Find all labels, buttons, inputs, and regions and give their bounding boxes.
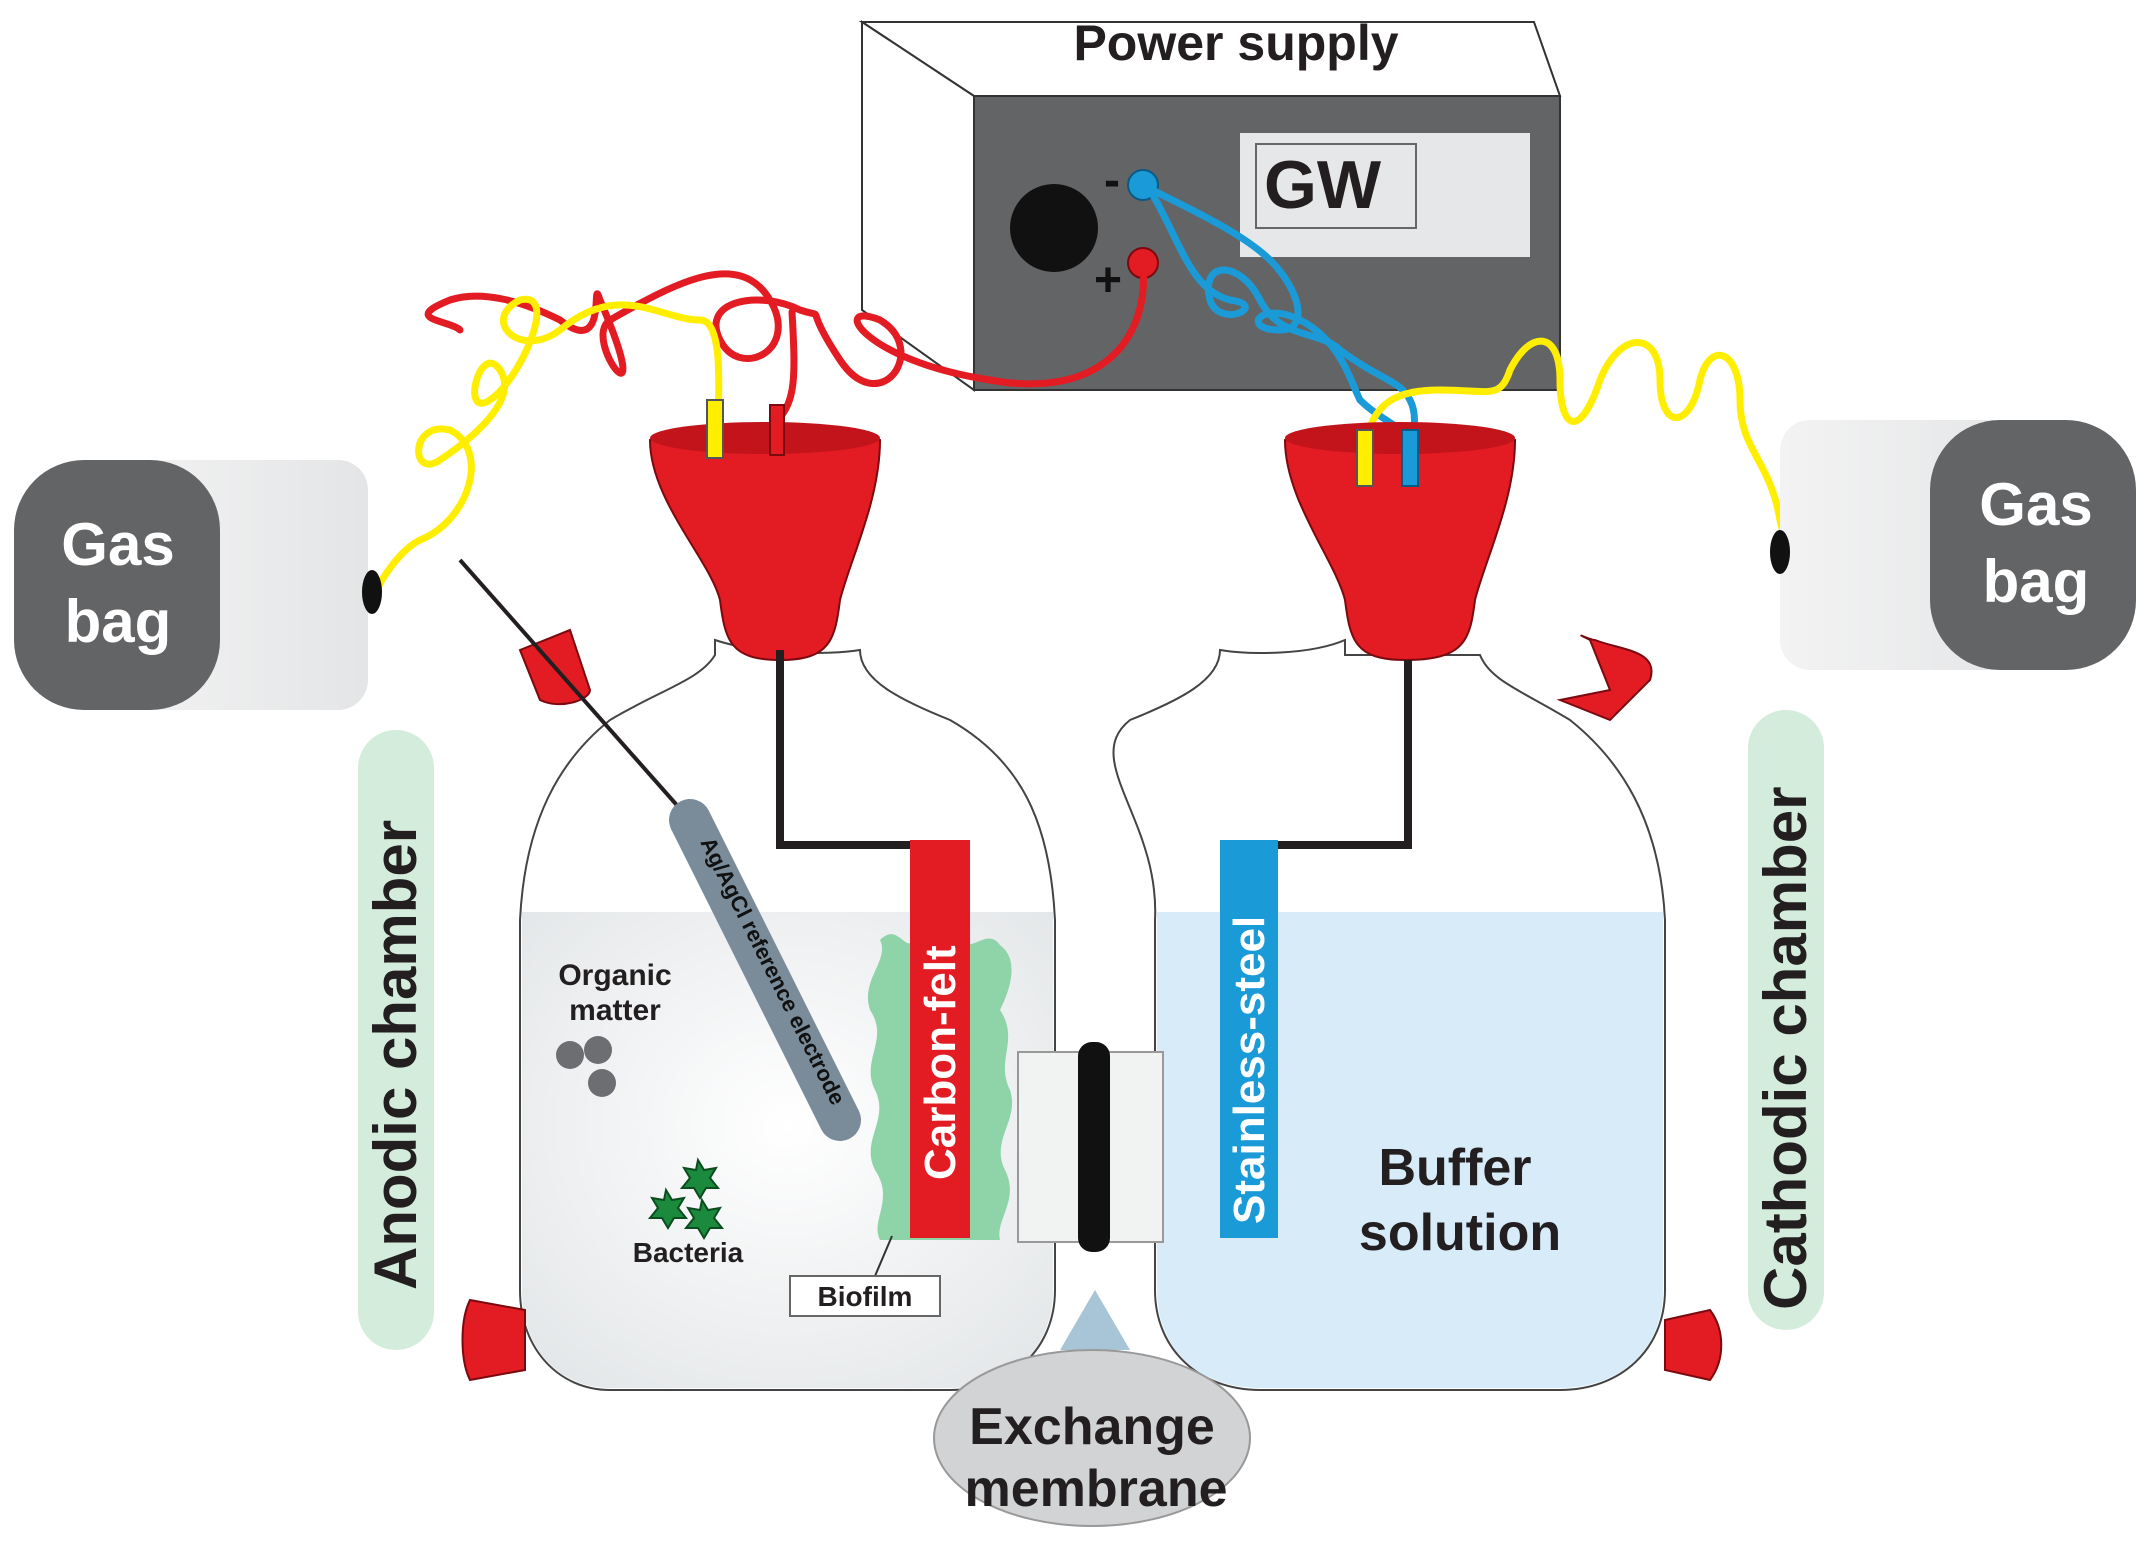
- organic-matter-line2: matter: [569, 994, 661, 1027]
- cathodic-bottle: Stainless-steel Buffer solution: [1112, 422, 1723, 1391]
- anodic-stopper-top: [650, 422, 880, 454]
- bacteria-label: Bacteria: [633, 1237, 744, 1268]
- reference-lead: [458, 558, 692, 822]
- gas-bag-left-line1: Gas: [61, 511, 174, 578]
- gas-bag-left-port: [362, 570, 382, 614]
- stainless-steel-label: Stainless-steel: [1225, 916, 1274, 1224]
- reference-electrode-body: [669, 799, 861, 1141]
- anodic-side-port-bottom: [461, 1298, 526, 1382]
- power-supply: GW - + Power supply: [858, 15, 1562, 392]
- bacterium-icon: [683, 1197, 725, 1240]
- anodic-red-plug: [769, 404, 785, 456]
- cathodic-side-port-bottom: [1664, 1308, 1723, 1382]
- membrane-pointer: [1060, 1290, 1130, 1350]
- gas-bag-right-line2: bag: [1983, 548, 2090, 615]
- brand-box: [1255, 143, 1417, 229]
- carbon-felt-label: Carbon-felt: [916, 945, 965, 1180]
- exchange-membrane-assembly: Exchange membrane: [933, 1042, 1251, 1527]
- cathodic-side-port-top: [1556, 634, 1653, 722]
- cathodic-chamber-tag-bg: [1748, 710, 1824, 1330]
- cathodic-chamber-tag: Cathodic chamber: [1748, 710, 1824, 1330]
- bacteria-cluster: [647, 1157, 725, 1240]
- yellow-wire-left: [371, 295, 723, 599]
- yellow-wire-right: [1361, 337, 1789, 554]
- biofilm-callout-line: [874, 1235, 893, 1277]
- exchange-membrane-line1: Exchange: [969, 1398, 1215, 1456]
- organic-matter-line1: Organic: [558, 959, 671, 992]
- anodic-stopper: [648, 424, 882, 662]
- cathodic-stopper: [1283, 424, 1517, 662]
- cathodic-stopper-top: [1285, 422, 1515, 454]
- gas-bag-left-line2: bag: [65, 588, 172, 655]
- cathodic-blue-plug: [1401, 429, 1419, 487]
- red-wire: [424, 259, 1148, 388]
- knob: [1010, 184, 1098, 272]
- gas-bag-right: Gas bag: [1770, 420, 2136, 670]
- anodic-chamber-tag: Anodic chamber: [358, 730, 434, 1350]
- buffer-solution-line1: Buffer: [1378, 1139, 1531, 1197]
- blue-wire-coil: [1146, 186, 1418, 454]
- exchange-membrane-line2: membrane: [965, 1460, 1228, 1518]
- gas-bag-right-port: [1770, 530, 1790, 574]
- biofilm-callout-box: [789, 1275, 941, 1317]
- organic-particle: [588, 1069, 616, 1097]
- cathodic-chamber-label: Cathodic chamber: [1752, 787, 1819, 1310]
- anodic-bottle: Carbon-felt Ag/AgCl reference electrode …: [458, 399, 1056, 1391]
- organic-particle: [584, 1036, 612, 1064]
- bacterium-icon: [679, 1157, 721, 1200]
- gas-bag-left-cap: [14, 460, 220, 710]
- buffer-solution-line2: solution: [1359, 1204, 1561, 1262]
- stainless-steel-electrode: [1220, 840, 1278, 1238]
- power-supply-title: Power supply: [1073, 15, 1398, 71]
- biofilm-label: Biofilm: [818, 1281, 913, 1312]
- minus-sign: -: [1104, 154, 1120, 207]
- bacterium-icon: [647, 1187, 689, 1230]
- anodic-chamber-tag-bg: [358, 730, 434, 1350]
- anodic-chamber-label: Anodic chamber: [362, 820, 429, 1290]
- cathodic-liquid: [1157, 912, 1663, 1388]
- wires: [371, 181, 1789, 599]
- anodic-yellow-plug: [706, 399, 724, 459]
- brand-label: GW: [1264, 147, 1382, 223]
- exchange-membrane-bubble: [933, 1349, 1251, 1527]
- gas-bag-right-line1: Gas: [1979, 471, 2092, 538]
- carbon-felt-electrode: [910, 840, 970, 1238]
- gas-bag-right-cap: [1930, 420, 2136, 670]
- gas-bag-left: Gas bag: [14, 460, 382, 710]
- plus-sign: +: [1094, 254, 1122, 307]
- blue-wire: [1139, 181, 1424, 454]
- organic-particle: [556, 1041, 584, 1069]
- membrane: [1078, 1042, 1110, 1252]
- cathodic-yellow-plug: [1356, 429, 1374, 487]
